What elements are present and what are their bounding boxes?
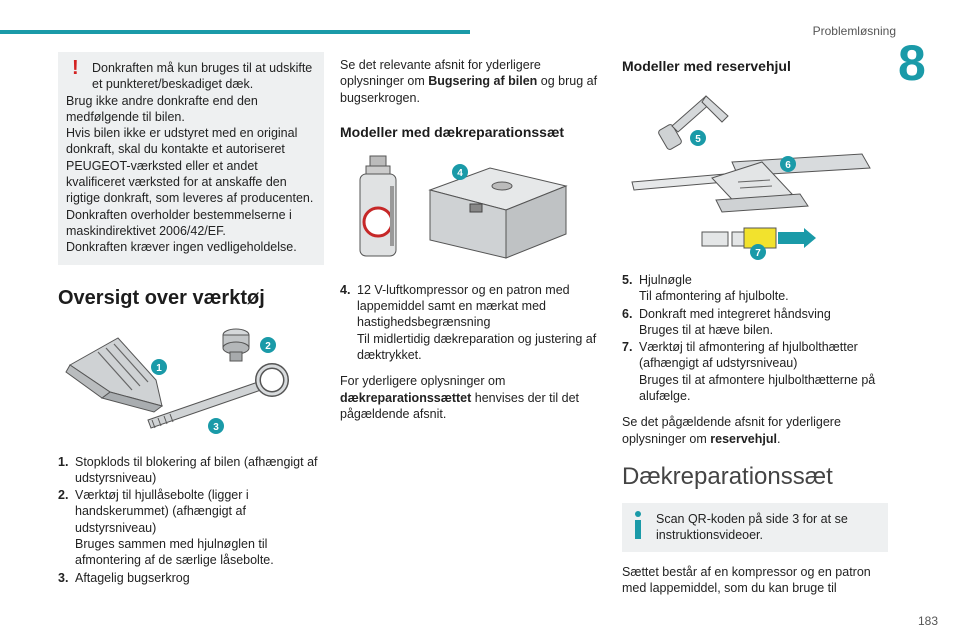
callout-badge-4: 4 bbox=[452, 163, 468, 180]
warning-line: Donkraften kræver ingen vedligeholdelse. bbox=[66, 240, 297, 255]
header-accent-bar bbox=[0, 30, 470, 34]
spare-heading: Modeller med reservehjul bbox=[622, 58, 791, 74]
towing-reference: Se det relevante afsnit for yderligere o… bbox=[340, 58, 598, 105]
warning-lead: Donkraften må kun bruges til at udskifte… bbox=[92, 61, 313, 92]
lock-bolt-tool-image bbox=[222, 328, 250, 362]
compressor-image bbox=[428, 167, 568, 259]
kit-section-body: Sættet består af en kompressor og en pat… bbox=[622, 564, 871, 595]
svg-text:7: 7 bbox=[755, 248, 761, 259]
column-middle: Se det relevante afsnit for yderligere o… bbox=[340, 57, 598, 422]
tools-list: 1. Stopklods til blokering af bilen (afh… bbox=[58, 454, 324, 586]
repair-kit-heading: Modeller med dækreparationssæt bbox=[340, 123, 565, 140]
svg-text:5: 5 bbox=[695, 134, 701, 145]
callout-badge-6: 6 bbox=[780, 156, 796, 172]
spare-list: 5. Hjulnøgle Til afmontering af hjulbolt… bbox=[622, 272, 888, 404]
svg-text:6: 6 bbox=[785, 160, 791, 171]
svg-text:4: 4 bbox=[457, 168, 463, 179]
column-left: ! Donkraften må kun bruges til at udskif… bbox=[58, 52, 324, 587]
tools-heading: Oversigt over værktøj bbox=[58, 286, 265, 309]
chapter-number: 8 bbox=[898, 35, 926, 91]
warning-box: ! Donkraften må kun bruges til at udskif… bbox=[58, 52, 324, 265]
repair-kit-illustration: 4 bbox=[359, 155, 568, 259]
jack-image bbox=[631, 153, 871, 213]
spare-tools-illustration: 5 6 7 bbox=[631, 95, 871, 260]
page-number: 183 bbox=[917, 614, 938, 628]
sealant-cartridge-image bbox=[359, 155, 397, 257]
spare-reference: Se det pågældende afsnit for yderligere … bbox=[622, 415, 841, 446]
list-item: 7. Værktøj til afmontering af hjulbolthæ… bbox=[622, 340, 876, 404]
warning-icon: ! bbox=[72, 57, 79, 79]
wheel-chock-image bbox=[65, 336, 164, 413]
info-icon bbox=[635, 510, 641, 539]
wheel-brace-image bbox=[658, 95, 729, 150]
callout-badge-5: 5 bbox=[690, 130, 706, 146]
svg-text:3: 3 bbox=[213, 422, 219, 433]
kit-section-heading: Dækreparationssæt bbox=[622, 462, 833, 490]
list-item: 5. Hjulnøgle Til afmontering af hjulbolt… bbox=[622, 273, 789, 304]
column-right: Modeller med reservehjul 5 6 bbox=[622, 58, 888, 596]
info-text: Scan QR-koden på side 3 for at se instru… bbox=[656, 511, 848, 543]
info-box: Scan QR-koden på side 3 for at se instru… bbox=[622, 502, 888, 552]
callout-badge-1: 1 bbox=[151, 358, 167, 375]
repair-kit-reference: For yderligere oplysninger om dækreparat… bbox=[340, 374, 579, 421]
callout-badge-2: 2 bbox=[260, 336, 276, 353]
list-item: 6. Donkraft med integreret håndsving Bru… bbox=[622, 306, 831, 337]
tools-illustration: 1 2 3 bbox=[65, 328, 289, 434]
list-item: 4. 12 V-luftkompressor og en patron med … bbox=[340, 282, 597, 363]
warning-line: Brug ikke andre donkrafte end den medføl… bbox=[66, 93, 258, 124]
list-item: 2. Værktøj til hjullåsebolte (ligger i h… bbox=[58, 488, 274, 568]
towing-eye-image bbox=[147, 362, 289, 429]
svg-text:2: 2 bbox=[265, 341, 271, 352]
repair-kit-list: 4. 12 V-luftkompressor og en patron med … bbox=[340, 282, 598, 363]
warning-line: Donkraften overholder bestemmelserne i m… bbox=[66, 207, 292, 238]
callout-badge-7: 7 bbox=[750, 244, 766, 260]
warning-line: Hvis bilen ikke er udstyret med en origi… bbox=[66, 126, 314, 206]
section-title: Problemløsning bbox=[812, 24, 896, 38]
list-item: 3. Aftagelig bugserkrog bbox=[58, 570, 190, 585]
bolt-cap-tool-image bbox=[701, 227, 816, 249]
svg-text:1: 1 bbox=[156, 363, 162, 374]
list-item: 1. Stopklods til blokering af bilen (afh… bbox=[58, 454, 318, 485]
callout-badge-3: 3 bbox=[208, 417, 224, 434]
